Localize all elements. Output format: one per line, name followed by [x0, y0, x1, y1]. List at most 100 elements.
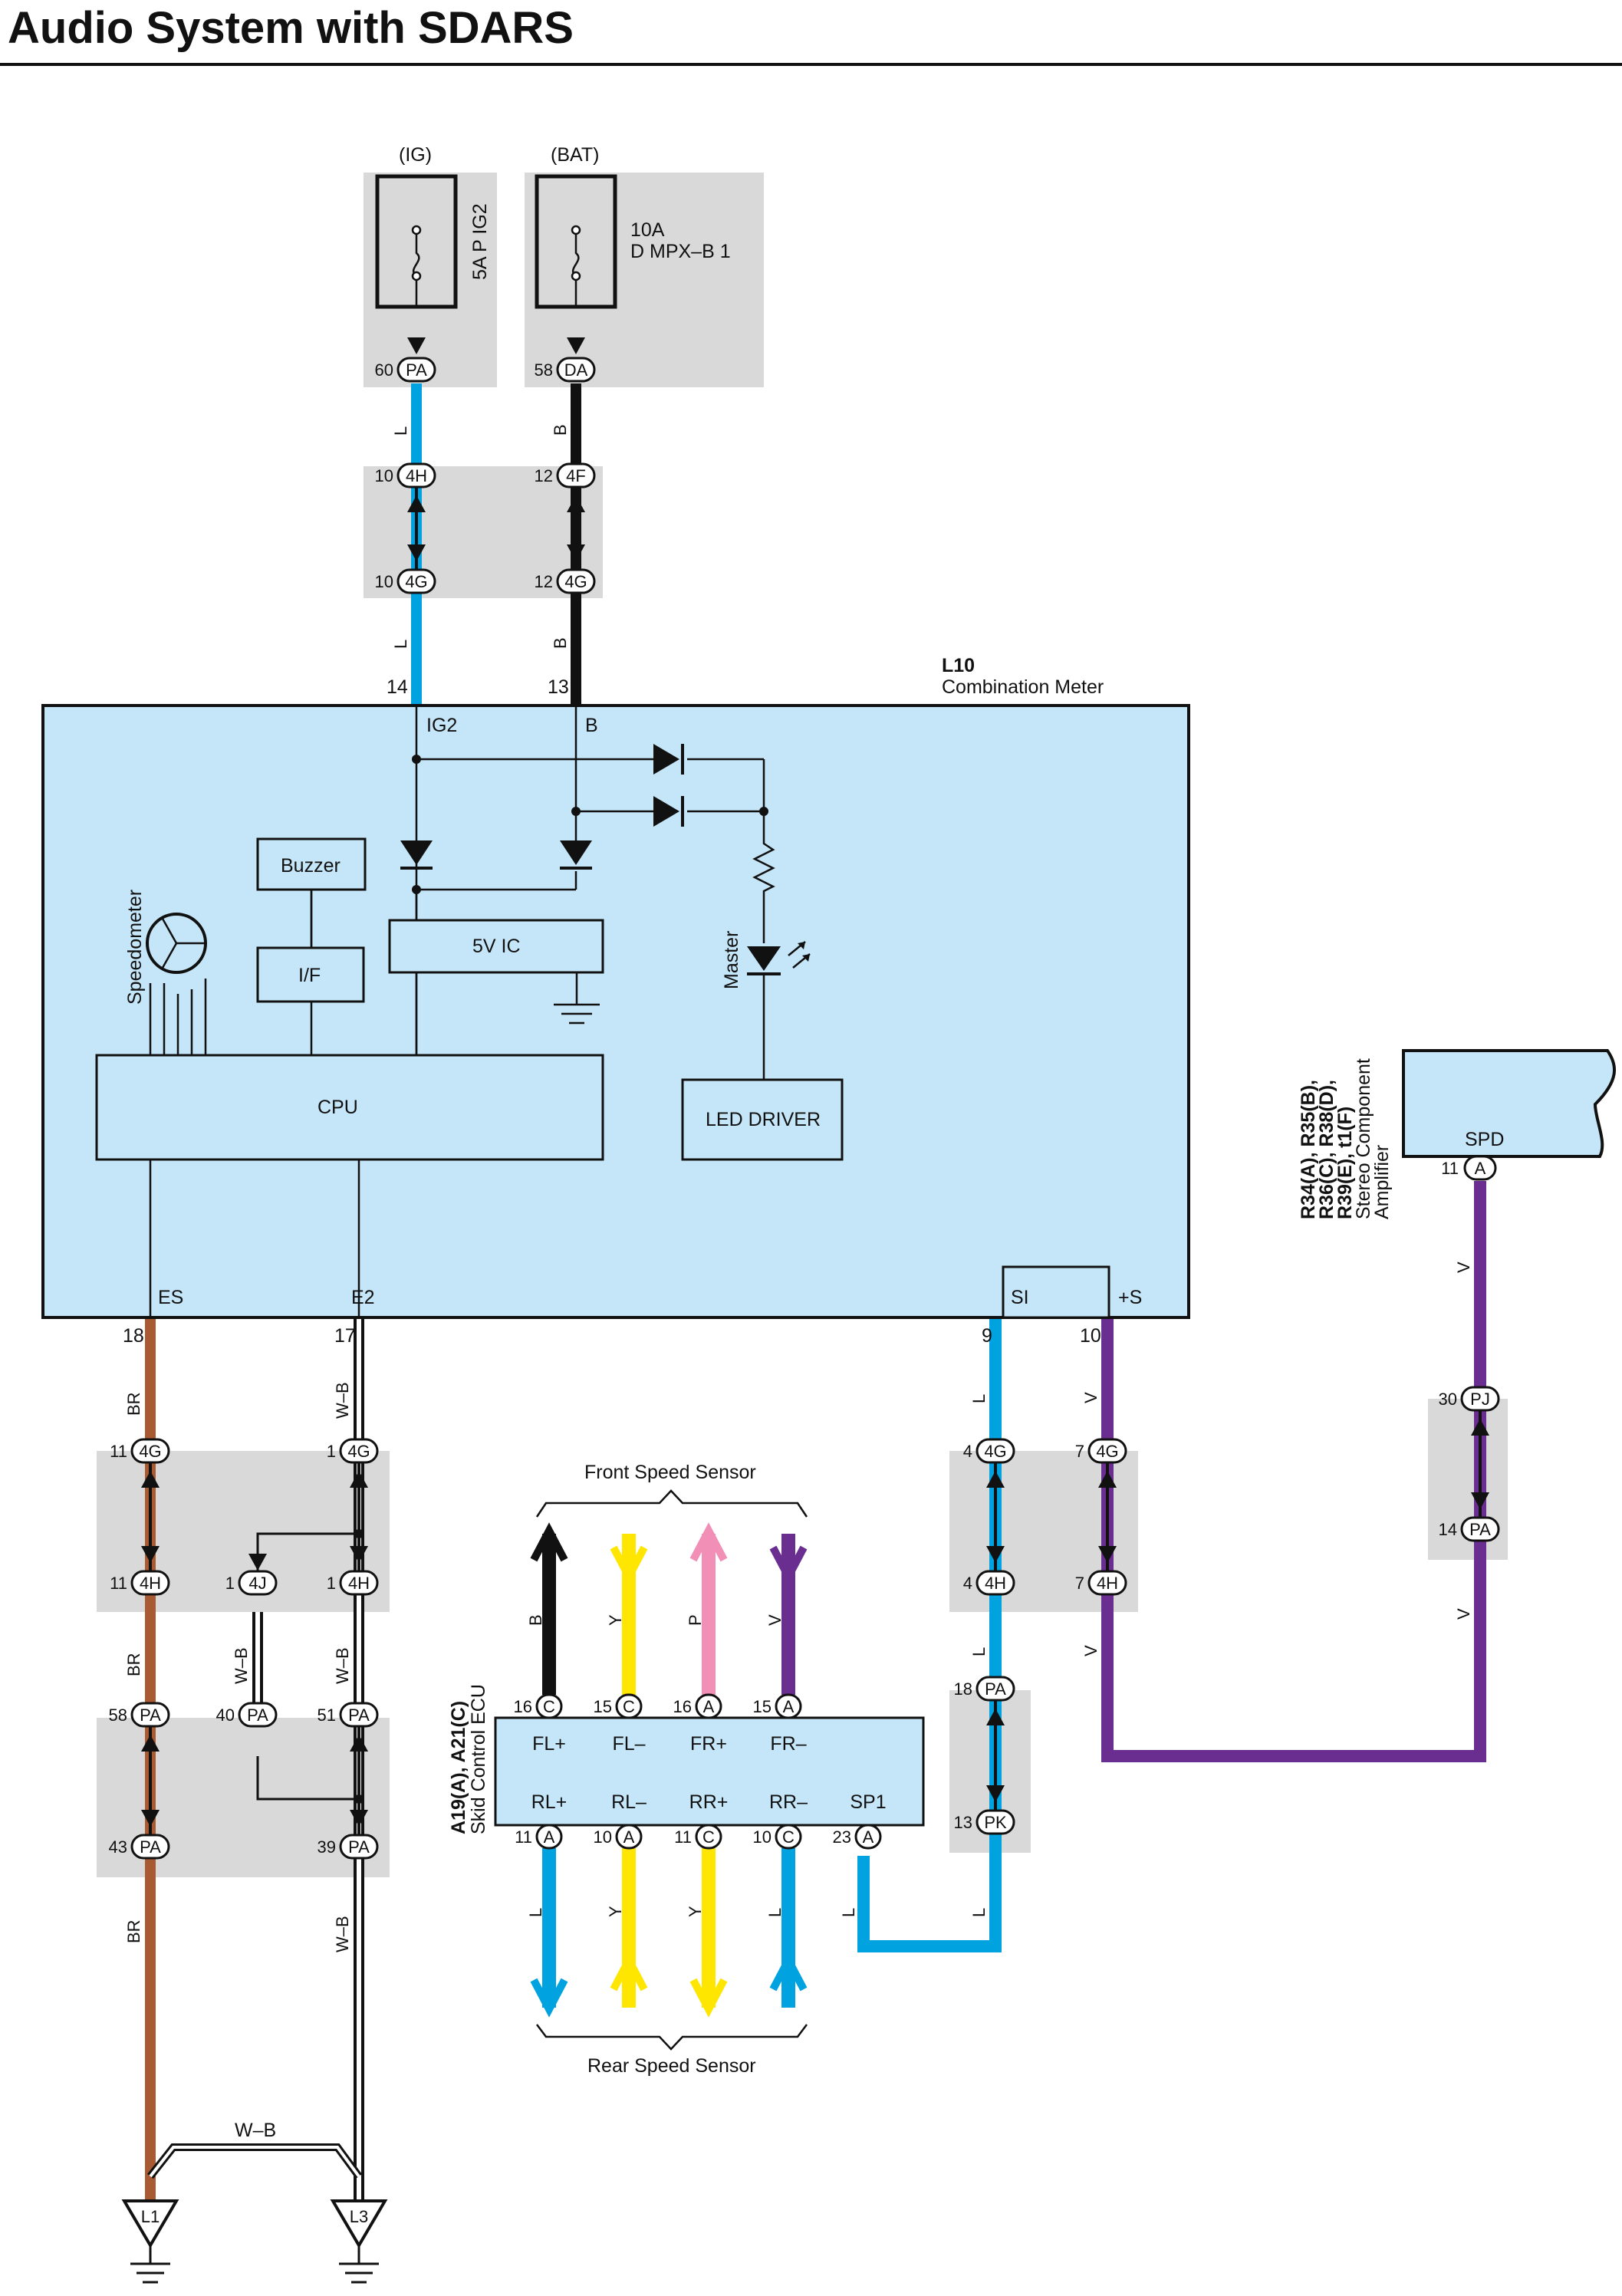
pin-num-b: 13 [548, 676, 569, 698]
sensor-arrow-rl-minus-icon [610, 1952, 648, 1992]
connector-g12 [556, 568, 596, 594]
connector-id-g11: 4G [139, 1442, 161, 1461]
ecu-top-conn-id: A [783, 1697, 795, 1716]
connector-pin-h4: 4 [963, 1574, 972, 1593]
ecu-bottom-pin-num: 10 [594, 1827, 612, 1847]
junction-si-arrow-up-icon [986, 1471, 1005, 1488]
front-wire-color: Y [606, 1614, 625, 1626]
fuse1-label: 5A P IG2 [469, 203, 491, 280]
ground-link-stripe [149, 2146, 360, 2178]
connector-pin-pa40: 40 [216, 1706, 235, 1725]
ecu-top-conn-id: C [543, 1697, 555, 1716]
connector-id-pa39: PA [348, 1837, 370, 1857]
connector-pin-da58: 58 [535, 360, 553, 380]
connector-pa14 [1460, 1516, 1500, 1542]
sensor-arrow-rl-plus-icon [530, 1978, 568, 2018]
connector-g1 [339, 1438, 379, 1464]
pin-num-es: 18 [123, 1325, 144, 1347]
connector-pin-pa43: 43 [109, 1837, 127, 1857]
si-block [1002, 1265, 1110, 1319]
junction-e2-arrow-down-icon [350, 1546, 368, 1563]
junction-es-pa-arrow-up-icon [141, 1735, 160, 1752]
wire-color-s2: V [1081, 1645, 1101, 1656]
sensor-arrow-fl-minus-icon [610, 1545, 648, 1585]
wire-color-si2: L [969, 1647, 989, 1656]
connector-h10 [396, 462, 436, 488]
junction-ig-arrow-down-icon [407, 544, 426, 561]
connector-pin-pa58: 58 [109, 1706, 127, 1725]
pin-b: B [585, 715, 598, 736]
ecu-top-pin-label: FR– [770, 1733, 806, 1755]
rear-wire-color: L [526, 1908, 545, 1917]
led-driver-label: LED DRIVER [706, 1109, 821, 1130]
ecu-bottom-conn-id: A [544, 1827, 555, 1847]
connector-pa40 [238, 1702, 278, 1728]
connector-h11 [130, 1570, 170, 1596]
connector-pa58 [130, 1702, 170, 1728]
diode-b2-icon [653, 796, 679, 827]
ic5v-label: 5V IC [472, 936, 521, 957]
connector-pa43 [130, 1834, 170, 1860]
skid-control-ecu-box [494, 1716, 925, 1827]
connector-pin-f12: 12 [535, 466, 553, 485]
connector-id-pa40: PA [247, 1706, 268, 1725]
ecu-top-pin-num: 15 [753, 1697, 772, 1716]
junction-es-arrow-up-icon [141, 1471, 160, 1488]
junction-e2-pa-arrow-up-icon [350, 1735, 368, 1752]
junction-e2-pa-arrow-down-icon [350, 1810, 368, 1827]
sensor-arrow-rr-plus-icon [689, 1978, 728, 2018]
ecu-bottom-connector [535, 1824, 563, 1850]
connector-pa18 [976, 1676, 1015, 1702]
sp1-wire-color: L [839, 1908, 858, 1917]
meter-name: Combination Meter [942, 676, 1104, 698]
connector-pin-g12: 12 [535, 572, 553, 591]
ecu-top-pin-label: FL+ [532, 1733, 566, 1755]
wire-color-ground-link: W–B [235, 2120, 276, 2141]
connector-id-h1: 4H [348, 1574, 370, 1593]
connector-id-pa58: PA [140, 1706, 161, 1725]
wire-si-l [857, 1317, 1002, 1952]
connector-pin-j1: 1 [225, 1574, 235, 1593]
connector-j1 [238, 1570, 278, 1596]
front-sensor-label: Front Speed Sensor [584, 1462, 756, 1483]
junction-si-arrow-down-icon [986, 1546, 1005, 1563]
pin-e2: E2 [351, 1287, 375, 1308]
ig-label: (IG) [399, 144, 432, 166]
connector-h7 [1087, 1570, 1127, 1596]
connector-pin-pa14: 14 [1439, 1520, 1457, 1539]
ecu-bottom-conn-id: A [863, 1827, 874, 1847]
if-block [256, 946, 365, 1003]
junction-bat-arrow-down-icon [567, 544, 585, 561]
junction-bat-arrow-up-icon [567, 495, 585, 512]
rear-wire-color: Y [686, 1906, 705, 1917]
front-wire-color: B [526, 1614, 545, 1626]
page-title: Audio System with SDARS [8, 3, 574, 53]
ecu-top-pin-num: 16 [673, 1697, 692, 1716]
fuse-bat-terminal [571, 225, 581, 235]
ecu-bottom-pin-num: 11 [515, 1827, 532, 1847]
wire-color-ig_mid: L [391, 640, 410, 649]
ecu-bottom-pin-num: 11 [674, 1827, 692, 1847]
sensor-arrow-fr-plus-icon [689, 1522, 728, 1562]
ecu-bottom-pin-num: 23 [833, 1827, 851, 1847]
wire-color-amp_v1: V [1454, 1261, 1473, 1273]
buzzer-block [256, 837, 367, 891]
connector-id-pa14: PA [1469, 1520, 1491, 1539]
diode-b-icon [653, 744, 679, 775]
junction-dot [412, 755, 421, 764]
connector-pin-h10: 10 [375, 466, 393, 485]
connector-id-h11: 4H [140, 1574, 161, 1593]
ecu-top-pin-num: 15 [594, 1697, 612, 1716]
ecu-top-pin-label: FL– [612, 1733, 645, 1755]
connector-g11 [130, 1438, 170, 1464]
master-led-icon [747, 946, 781, 971]
led-ray-arrow-icon [798, 942, 805, 949]
connector-id-f12: 4F [566, 466, 586, 485]
connector-amp-id: A [1475, 1159, 1486, 1178]
connector-pin-pj30: 30 [1439, 1390, 1457, 1409]
junction-plus-s-arrow-up-icon [1098, 1471, 1117, 1488]
connector-id-pa51: PA [348, 1706, 370, 1725]
ecu-top-connector [695, 1693, 722, 1719]
amp-codes3: R39(E), t1(F) [1334, 1107, 1356, 1219]
